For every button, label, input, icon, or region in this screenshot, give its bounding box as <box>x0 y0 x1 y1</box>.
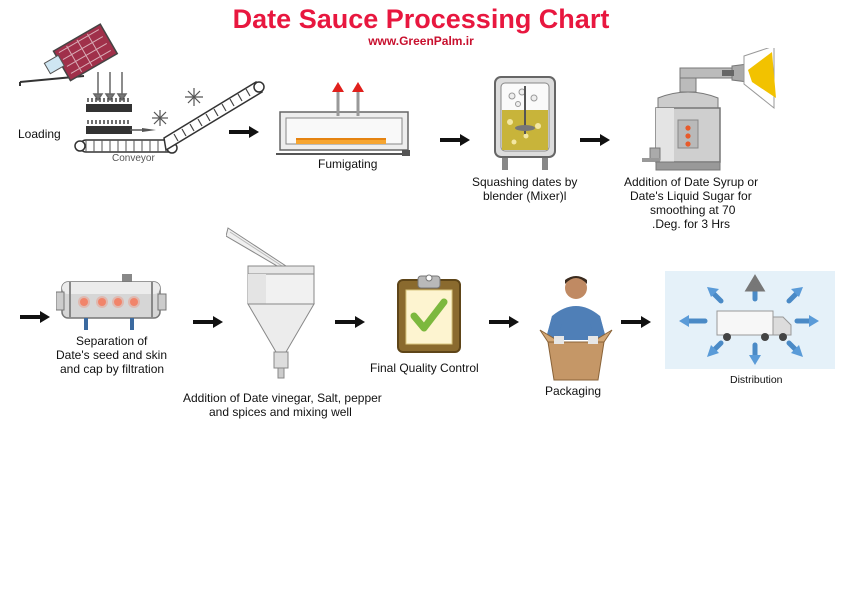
syrup-label-2: Date's Liquid Sugar for <box>630 189 752 203</box>
packing-worker-icon <box>539 276 613 381</box>
site-url: www.GreenPalm.ir <box>368 34 474 48</box>
page-title: Date Sauce Processing Chart <box>232 4 610 34</box>
syrup-label-1: Addition of Date Syrup or <box>624 175 759 189</box>
fumigating-label: Fumigating <box>318 157 378 171</box>
squashing-label-2: blender (Mixer)l <box>483 189 567 203</box>
mixing-label-1: Addition of Date vinegar, Salt, pepper <box>183 391 382 405</box>
arrow-icon <box>193 316 223 328</box>
squashing-label-1: Squashing dates by <box>472 175 578 189</box>
heating-vessel-icon <box>642 48 776 171</box>
quality-label: Final Quality Control <box>370 361 479 375</box>
arrow-icon <box>489 316 519 328</box>
mixer-tank-icon <box>494 76 556 170</box>
loading-label: Loading <box>18 127 61 141</box>
syrup-label-3: smoothing at 70 <box>650 203 736 217</box>
arrow-icon <box>20 311 50 323</box>
arrow-icon <box>440 134 470 146</box>
separation-label-2: Date's seed and skin <box>56 348 168 362</box>
syrup-label-4: .Deg. for 3 Hrs <box>652 217 731 231</box>
arrow-icon <box>335 316 365 328</box>
separation-label-3: and cap by filtration <box>60 362 165 376</box>
fumigation-chamber-icon <box>276 82 410 156</box>
filtration-drum-icon <box>56 274 167 330</box>
conveyor-loader-icon <box>19 23 265 154</box>
mixing-label-2: and spices and mixing well <box>209 405 352 419</box>
separation-label-1: Separation of <box>76 334 148 348</box>
cyclone-mixer-icon <box>226 227 315 379</box>
arrow-icon <box>229 126 259 138</box>
conveyor-label: Conveyor <box>112 153 155 164</box>
arrow-icon <box>580 134 610 146</box>
packaging-label: Packaging <box>545 384 602 398</box>
delivery-truck-icon <box>665 271 835 369</box>
arrow-icon <box>621 316 651 328</box>
checklist-clipboard-icon <box>397 274 461 353</box>
distribution-label: Distribution <box>730 374 783 386</box>
